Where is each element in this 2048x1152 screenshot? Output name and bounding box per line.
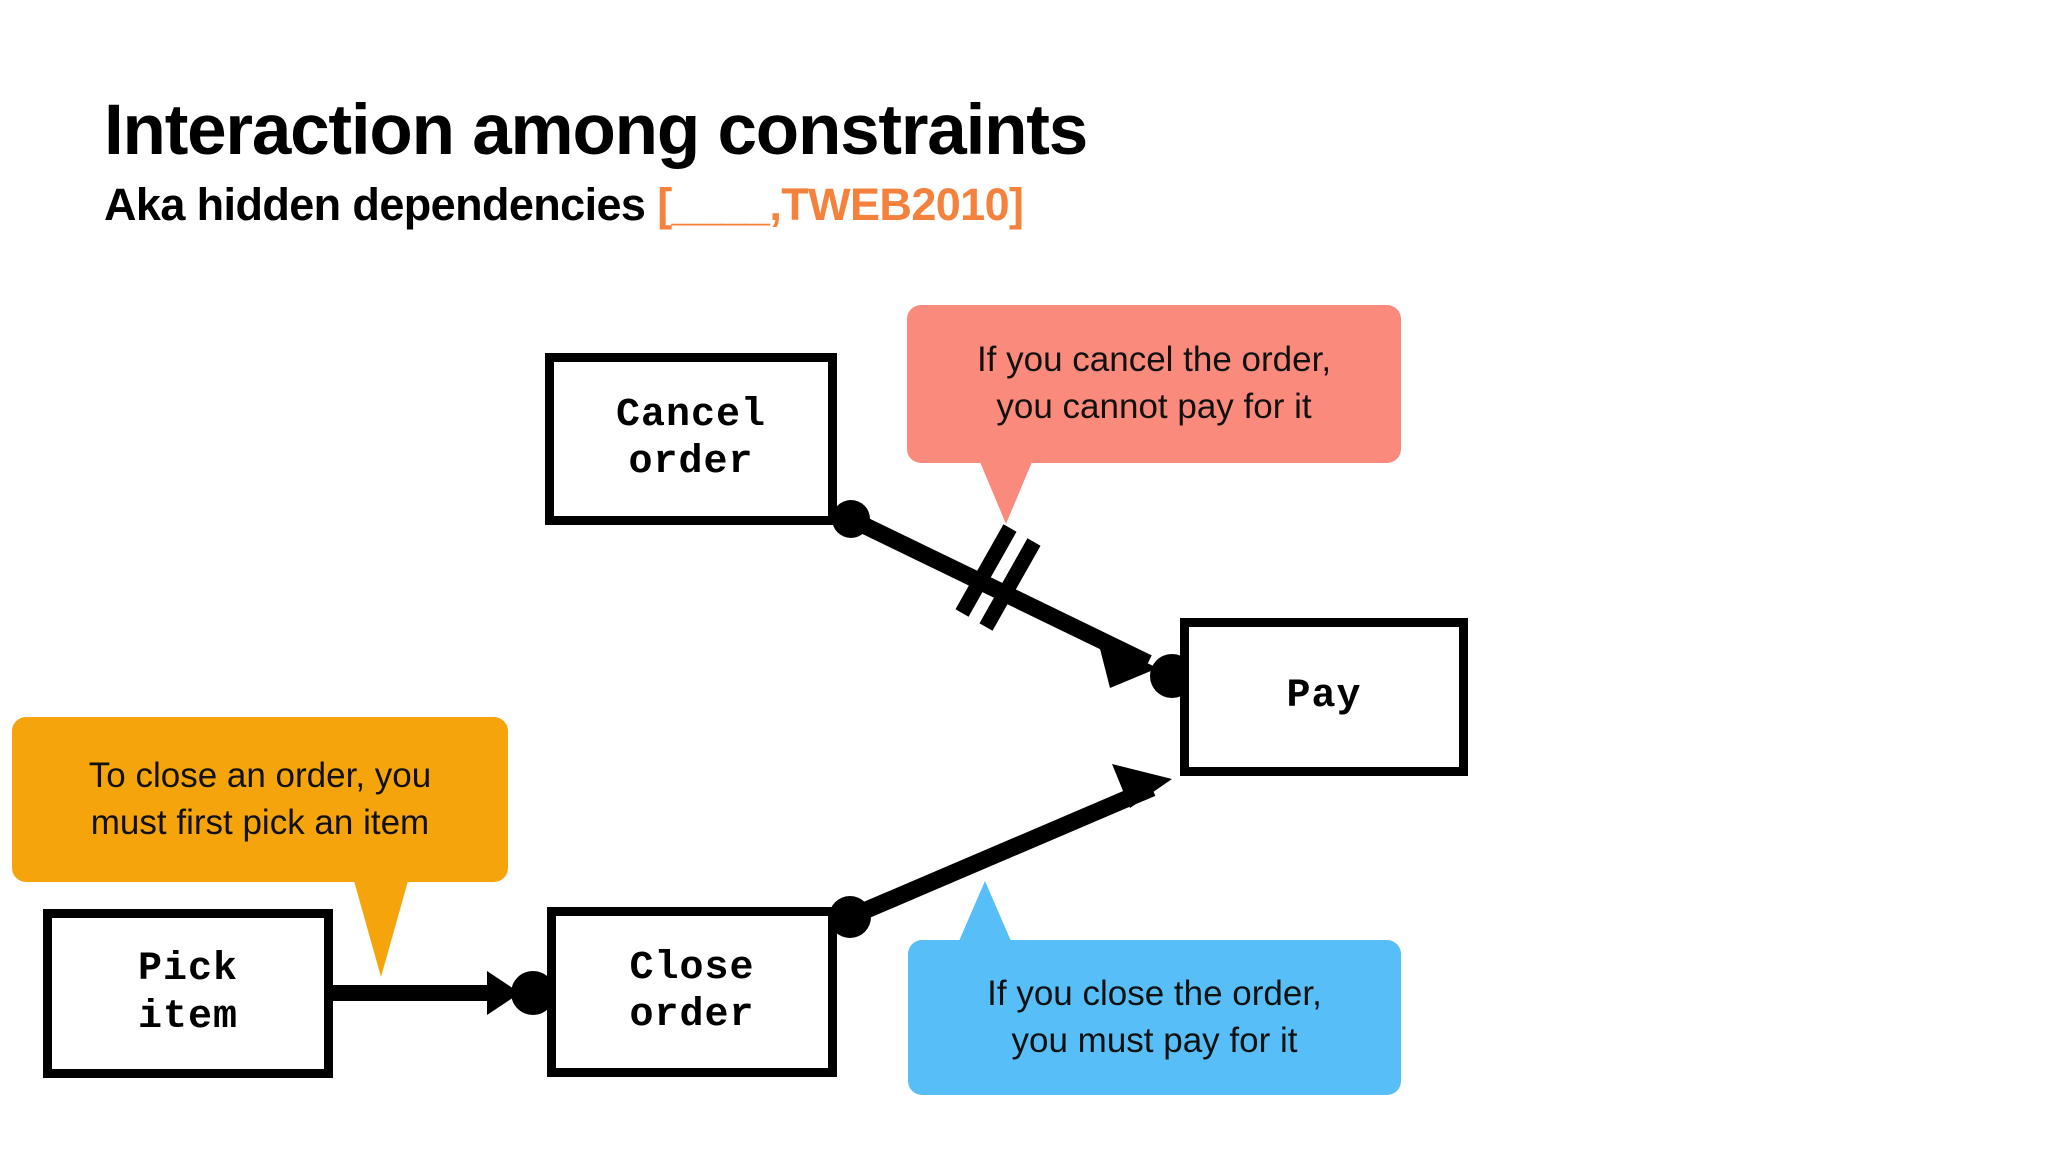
title-block: Interaction among constraints Aka hidden… <box>104 95 1604 227</box>
callout-close-requires-pick: To close an order, you must first pick a… <box>12 717 508 882</box>
citation-reference: [____,TWEB2010] <box>657 179 1024 230</box>
callout-tail-cancel-cannot-pay <box>980 462 1032 524</box>
arrowhead-pick-to-close <box>487 971 520 1015</box>
task-box-pay[interactable]: Pay <box>1180 618 1468 776</box>
target-dot-close-order-left <box>511 971 555 1015</box>
task-label-pick-item: Pick item <box>137 947 238 1040</box>
task-label-close-order: Close order <box>629 945 755 1038</box>
callout-tail-close-requires-pick <box>354 881 408 977</box>
callout-text-close-must-pay: If you close the order, you must pay for… <box>987 973 1322 1060</box>
edge-line-close-to-pay <box>846 780 1156 925</box>
task-box-cancel-order[interactable]: Cancel order <box>545 353 837 525</box>
callout-text-cancel-cannot-pay: If you cancel the order, you cannot pay … <box>976 340 1332 426</box>
page-subtitle: Aka hidden dependencies [____,TWEB2010] <box>104 182 1604 227</box>
negation-slash-2 <box>979 538 1041 631</box>
callout-text-close-requires-pick: To close an order, you must first pick a… <box>88 755 432 842</box>
negation-slash-1 <box>955 524 1017 617</box>
callout-tail-close-must-pay <box>959 881 1011 941</box>
arrowhead-close-to-pay <box>1112 764 1172 808</box>
task-label-cancel-order: Cancel order <box>615 392 767 485</box>
page-subtitle-text: Aka hidden dependencies <box>104 179 658 230</box>
source-dot-close-order <box>829 896 871 938</box>
edge-close-to-pay <box>829 764 1172 938</box>
task-box-close-order[interactable]: Close order <box>547 907 837 1077</box>
task-box-pick-item[interactable]: Pick item <box>43 909 333 1078</box>
callout-close-must-pay: If you close the order, you must pay for… <box>908 940 1401 1095</box>
arrowhead-cancel-to-pay <box>1098 641 1158 688</box>
edge-cancel-to-pay <box>832 500 1194 698</box>
source-dot-cancel-order <box>832 500 870 538</box>
callout-cancel-cannot-pay: If you cancel the order, you cannot pay … <box>907 305 1401 463</box>
page-title: Interaction among constraints <box>104 91 1088 170</box>
task-label-pay: Pay <box>1286 674 1362 720</box>
edge-pick-to-close <box>333 971 555 1015</box>
